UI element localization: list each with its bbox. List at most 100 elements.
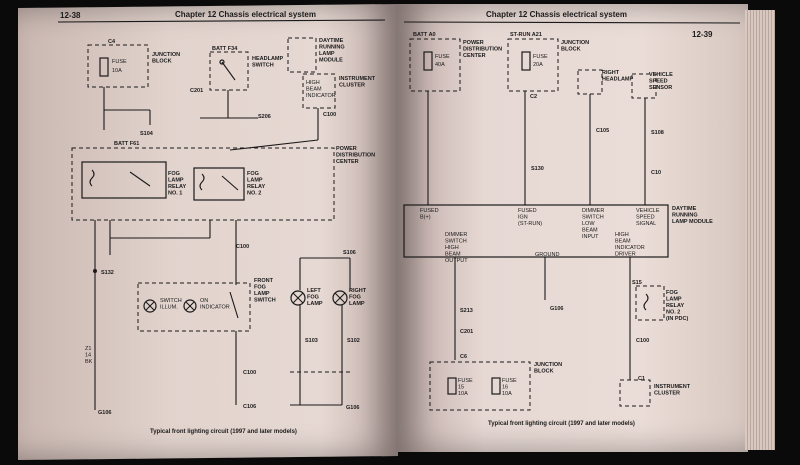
left-caption: Typical front lighting circuit (1997 and…	[150, 429, 297, 435]
fuse-a-label: FUSE	[435, 54, 450, 60]
fuse-b-symbol	[521, 51, 531, 71]
s108-label: S108	[651, 130, 664, 136]
right-page-header: Chapter 12 Chassis electrical system 12-…	[403, 10, 741, 39]
wire	[229, 139, 319, 151]
right-c201-label: C201	[460, 329, 473, 335]
right-page-number: 12-39	[692, 30, 713, 39]
g106-left-label: G106	[98, 410, 111, 416]
c100-mid-label: C100	[236, 244, 249, 250]
s104-label: S104	[140, 131, 154, 137]
c10-label: C10	[651, 170, 661, 176]
right-page	[396, 4, 748, 452]
fuse-a-amp: 40A	[435, 62, 445, 68]
right-header-rule	[403, 21, 741, 24]
wire	[221, 61, 236, 81]
right-instrument-outline	[619, 379, 651, 407]
fuse-a-symbol	[423, 51, 433, 71]
s130-label: S130	[531, 166, 544, 172]
left-page-header: 12-38 Chapter 12 Chassis electrical syst…	[57, 10, 386, 23]
junction-bottom-outline	[429, 361, 531, 411]
c100-low-label: C100	[243, 370, 256, 376]
c2-label: C2	[530, 94, 537, 100]
fog-switch-outline	[137, 282, 251, 332]
c6-label: C6	[460, 354, 467, 360]
g106-right-label: G106	[346, 405, 359, 411]
instrument-cluster-outline	[302, 73, 336, 109]
c4-label: C4	[108, 39, 116, 45]
left-chapter-title: Chapter 12 Chassis electrical system	[175, 10, 316, 19]
junction-block-outline	[87, 44, 149, 88]
fog-relay-1	[81, 161, 167, 199]
pdc-outline	[71, 147, 335, 221]
right-headlamp-outline	[577, 69, 603, 95]
right-junction-outline	[507, 38, 559, 92]
right-g106-label: G106	[550, 306, 563, 312]
c201-label: C201	[190, 88, 203, 94]
wire	[221, 175, 239, 191]
switch-contact	[219, 59, 225, 65]
right-c100-label: C100	[636, 338, 649, 344]
st-run-a21-label: ST-RUN A21	[510, 32, 542, 38]
wire	[292, 292, 304, 304]
wire	[129, 171, 151, 187]
daytime-module-outline	[287, 37, 317, 73]
speed-sensor-outline	[631, 73, 657, 99]
fuse-b-amp: 20A	[533, 62, 543, 68]
right-fog-relay-outline	[635, 285, 665, 321]
s206-label: S206	[258, 114, 271, 120]
batt-a0-label: BATT A0	[413, 32, 436, 38]
fuse-label: FUSE	[112, 59, 127, 65]
s15-label: S15	[632, 280, 642, 286]
fuse-c-symbol	[447, 377, 457, 395]
left-header-rule	[57, 19, 386, 23]
splice-dot	[93, 269, 97, 273]
fuse-d-symbol	[491, 377, 501, 395]
page-edges	[745, 10, 775, 450]
switch-illum-bulb	[143, 299, 157, 313]
relay-coil	[199, 173, 205, 191]
c1-label: C1	[638, 376, 645, 382]
left-fog-lamp-bulb	[290, 290, 306, 306]
right-pdc-outline	[409, 38, 461, 92]
relay-coil	[89, 169, 95, 187]
wire	[229, 291, 239, 319]
fuse-amp-label: 10A	[112, 68, 122, 74]
